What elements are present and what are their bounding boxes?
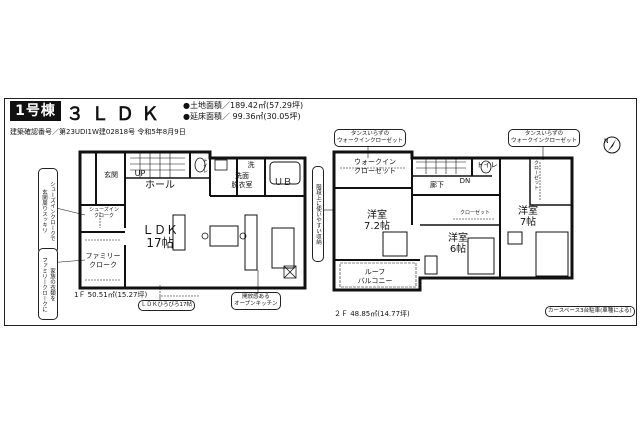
room-family-closet: ファミリー クローク: [85, 252, 121, 269]
building-number-badge: 1号棟: [10, 101, 61, 121]
callout-family-closet: 家族の衣類を ファミリークロークに: [38, 248, 58, 320]
plan-type-title: ３ＬＤＫ: [66, 104, 166, 125]
floor2-area-label: ２Ｆ 48.85㎡(14.77坪): [334, 310, 410, 318]
callout-shoes-closet: シューズインクロークで 玄関周りスッキリ: [38, 168, 58, 254]
closet-center: クローゼット: [459, 210, 490, 216]
room-unit-bath: ＵＢ: [273, 178, 292, 188]
laundry-label: 洗: [247, 161, 255, 169]
room-western-6: 洋室 6帖: [448, 233, 468, 255]
north-compass-icon: N: [603, 136, 621, 154]
room-hall: ホール: [145, 180, 175, 191]
room-western-7: 洋室 7帖: [518, 206, 538, 228]
floor-area-text: ●延床面積／ 99.36㎡(30.05坪): [183, 112, 301, 121]
room-entrance: 玄関: [104, 171, 118, 179]
floor1-area-label: 1Ｆ 50.51㎡(15.27坪): [74, 291, 148, 299]
callout-stairs-storage: 階段上に使いやすい収納: [312, 166, 324, 262]
callout-ldk: ＬＤＫひろびろ17帖: [138, 300, 195, 311]
room-walkin-closet: ウォークイン クローゼット: [354, 158, 396, 175]
room-western-7-2: 洋室 7.2帖: [364, 210, 390, 232]
roof-balcony: ルーフ バルコニー: [357, 268, 393, 285]
room-ldk: ＬＤＫ 17帖: [141, 223, 178, 250]
callout-walkin-closet: タンスいらずの ウォークインクローゼット: [334, 129, 407, 147]
room-toilet-2f: トイレ: [476, 161, 498, 169]
stairs-up-label: UP: [134, 169, 146, 178]
land-area-text: ●土地面積／189.42㎡(57.29坪): [183, 101, 304, 110]
room-shoes-closet: シューズイン クローク: [89, 207, 119, 219]
building-permit-text: 建築確認番号／第23UDI1W建02818号 令和5年8月9日: [10, 128, 186, 136]
stairs-down-label: DN: [459, 177, 471, 185]
room-corridor: 廊下: [430, 181, 444, 189]
room-washroom: 洗面 脱衣室: [231, 172, 253, 189]
callout-walkin-closet-right: タンスいらずの ウォークインクローゼット: [508, 129, 581, 147]
callout-carspace: カースペース3台駐車(車種による): [545, 306, 635, 317]
compass-label: N: [604, 138, 609, 145]
room-toilet-1f: トイレ: [202, 158, 208, 173]
callout-open-kitchen: 開放感ある オープンキッチン: [231, 292, 281, 310]
closet-right: クローゼット: [533, 160, 539, 190]
